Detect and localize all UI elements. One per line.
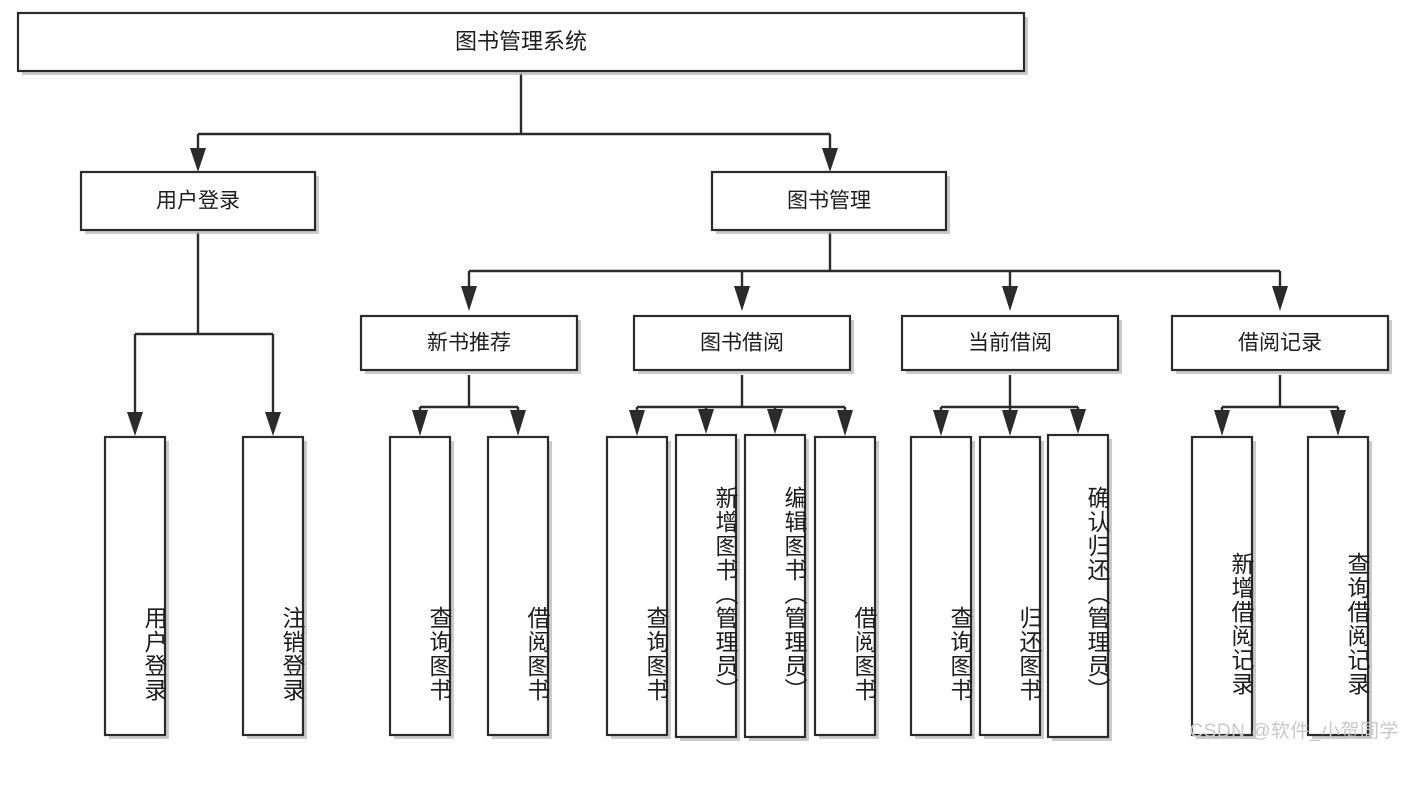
arrowhead-leaf-add-book (698, 409, 714, 434)
arrowhead-leaf-borrow-book-1 (510, 410, 526, 436)
leaf-query-book-2-box[interactable] (605, 435, 669, 737)
book-borrow-label: 图书借阅 (700, 332, 784, 355)
node-user-login[interactable]: 用户登录 (79, 170, 319, 234)
watermark-text: CSDN @软件_小贺同学 (1189, 721, 1399, 742)
arrowhead-leaf-query-book-3 (933, 410, 949, 436)
borrow-record-box[interactable] (1170, 314, 1390, 372)
node-borrow-record[interactable]: 借阅记录 (1170, 314, 1392, 374)
connector-layer (127, 73, 1346, 436)
new-book-recommend-label: 新书推荐 (427, 332, 511, 355)
current-borrow-label: 当前借阅 (968, 332, 1052, 355)
arrowhead-user-login (190, 148, 206, 172)
arrowhead-borrow-record (1272, 286, 1288, 311)
arrowhead-leaf-query-book-2 (629, 410, 645, 436)
hierarchy-svg: 图书管理系统 用户登录 图书管理 新书推荐 图书借阅 当前借阅 (16, 11, 1392, 741)
leaf-return-book-box[interactable] (978, 435, 1042, 737)
arrowhead-new-book-recommend (461, 286, 477, 311)
node-new-book-recommend[interactable]: 新书推荐 (359, 314, 581, 374)
node-root[interactable]: 图书管理系统 (16, 11, 1028, 75)
leaf-query-book-1-box[interactable] (388, 435, 452, 737)
book-borrow-box[interactable] (632, 314, 852, 372)
new-book-recommend-box[interactable] (359, 314, 579, 372)
root-box[interactable] (16, 11, 1026, 73)
leaf-query-book-3-box[interactable] (909, 435, 973, 737)
leaf-user-login-box[interactable] (103, 435, 167, 737)
arrowhead-leaf-edit-book (767, 409, 783, 434)
leaf-logout-box[interactable] (241, 435, 305, 737)
leaf-borrow-book-2-box[interactable] (813, 435, 877, 737)
arrowhead-leaf-add-record (1214, 410, 1230, 436)
book-manage-label: 图书管理 (787, 190, 871, 213)
leaf-borrow-book-1-box[interactable] (486, 435, 550, 737)
leaf-box-layer (103, 433, 1372, 741)
leaf-edit-book-box[interactable] (743, 433, 807, 739)
leaf-confirm-return-box[interactable] (1046, 433, 1110, 739)
leaf-add-book-box[interactable] (674, 433, 738, 739)
diagram-canvas: 图书管理系统 用户登录 图书管理 新书推荐 图书借阅 当前借阅 (16, 11, 1399, 742)
user-login-box[interactable] (79, 170, 317, 232)
leaf-query-record-box[interactable] (1306, 435, 1370, 737)
root-label: 图书管理系统 (455, 29, 587, 54)
node-book-manage[interactable]: 图书管理 (710, 170, 950, 234)
node-current-borrow[interactable]: 当前借阅 (900, 314, 1122, 374)
arrowhead-leaf-return-book (1002, 410, 1018, 436)
leaf-add-record-box[interactable] (1190, 435, 1254, 737)
arrowhead-current-borrow (1002, 286, 1018, 311)
arrowhead-leaf-logout (265, 412, 281, 436)
arrowhead-leaf-user-login (127, 412, 143, 436)
arrowhead-leaf-query-book-1 (412, 410, 428, 436)
arrowhead-leaf-query-record (1330, 410, 1346, 436)
arrowhead-leaf-borrow-book-2 (837, 410, 853, 436)
current-borrow-box[interactable] (900, 314, 1120, 372)
arrowhead-book-manage (822, 148, 838, 172)
borrow-record-label: 借阅记录 (1238, 332, 1322, 355)
user-login-label: 用户登录 (156, 190, 240, 213)
arrowhead-leaf-confirm-return (1070, 409, 1086, 434)
book-manage-box[interactable] (710, 170, 948, 232)
arrowhead-book-borrow (734, 286, 750, 311)
node-book-borrow[interactable]: 图书借阅 (632, 314, 854, 374)
